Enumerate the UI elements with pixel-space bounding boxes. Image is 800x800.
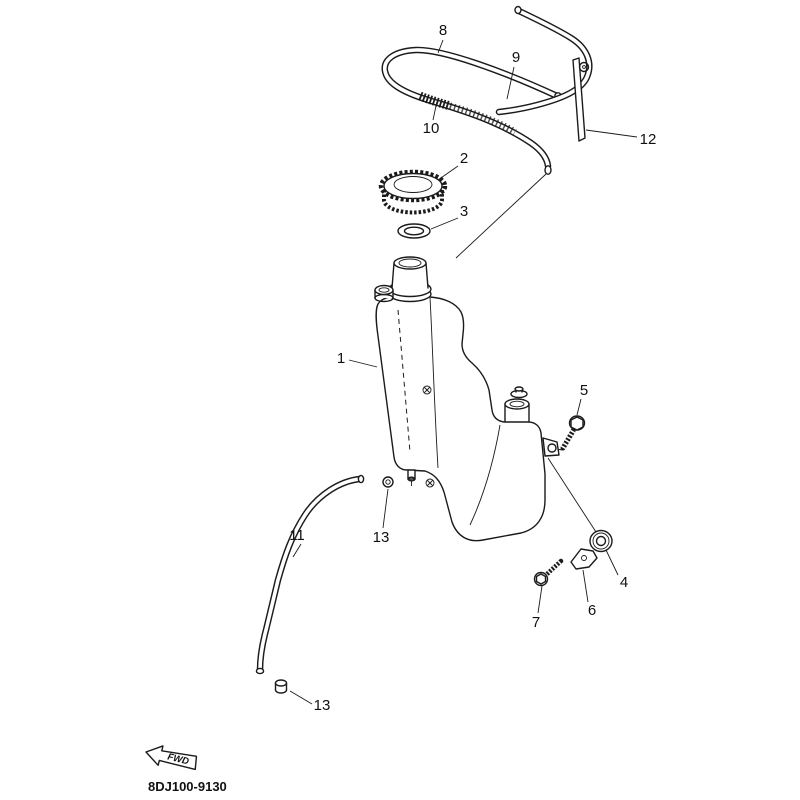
hose-bracket-12	[572, 57, 590, 142]
fwd-arrow-shape	[145, 745, 198, 771]
part-code: 8DJ100-9130	[148, 779, 227, 794]
callout-leader-lines	[289, 39, 638, 705]
fwd-arrow: FWD	[145, 745, 198, 771]
clamp-bracket-6	[570, 548, 598, 570]
cap-gasket	[397, 223, 431, 239]
secondary-neck-cap	[510, 386, 528, 399]
callout-10: 10	[423, 120, 440, 137]
callout-11: 11	[289, 527, 305, 544]
bolt-5	[560, 415, 586, 451]
callout-8: 8	[439, 22, 447, 39]
callout-7: 7	[532, 614, 540, 631]
tank-filler-neck	[388, 256, 432, 303]
callout-12: 12	[640, 131, 657, 148]
callout-13-upper: 13	[373, 529, 390, 546]
callout-9: 9	[512, 49, 520, 66]
callout-1: 1	[337, 350, 345, 367]
callout-3: 3	[460, 203, 468, 220]
tank-mount-tab	[542, 437, 560, 457]
tank-drain-nipple	[407, 469, 416, 486]
hose-clamp-13-lower	[274, 679, 288, 694]
callout-5: 5	[580, 382, 588, 399]
breather-hose-8	[381, 46, 562, 175]
callout-labels: 8 9 10 12 2 3 1 5 13 11 4 6 7 13	[289, 22, 656, 714]
oil-tank	[374, 256, 560, 542]
hose-clamp-13-upper	[382, 476, 394, 488]
hose-braided-section	[449, 102, 517, 136]
callout-6: 6	[588, 602, 596, 619]
clip-mount-symbol	[422, 385, 432, 395]
filler-cap	[378, 169, 448, 215]
hose-9	[495, 5, 593, 116]
tank-secondary-neck	[504, 386, 530, 422]
drain-hose-11	[255, 474, 365, 675]
grommet-4	[589, 529, 613, 553]
callout-13-lower: 13	[314, 697, 331, 714]
tank-vent-nipple	[374, 284, 394, 303]
clip-mount-symbol	[425, 478, 435, 488]
callout-2: 2	[460, 150, 468, 167]
hose-clamp-10	[418, 91, 452, 111]
fwd-label: FWD	[166, 752, 190, 768]
callout-4: 4	[620, 574, 628, 591]
hose-end-fitting	[544, 165, 552, 175]
bolt-7	[533, 558, 564, 587]
